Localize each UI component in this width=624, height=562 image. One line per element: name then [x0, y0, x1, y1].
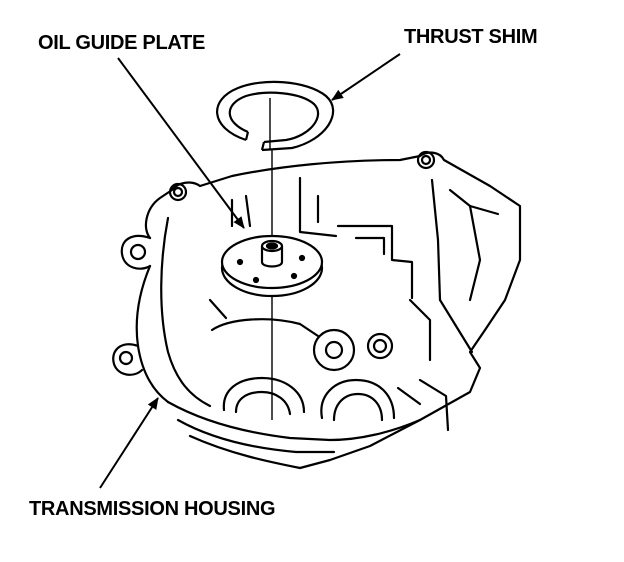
thrust-shim-drawing	[216, 80, 335, 152]
thrust-shim-leader	[331, 53, 401, 101]
leader-arrows	[99, 53, 401, 489]
oil-guide-plate-leader	[117, 57, 245, 229]
oil-guide-plate-drawing	[220, 234, 324, 298]
oil-guide-plate-label: OIL GUIDE PLATE	[38, 32, 205, 54]
transmission-housing-leader	[99, 397, 159, 489]
transmission-housing-drawing	[112, 150, 522, 470]
thrust-shim-label: THRUST SHIM	[404, 26, 538, 48]
transmission-housing-label: TRANSMISSION HOUSING	[29, 498, 276, 520]
